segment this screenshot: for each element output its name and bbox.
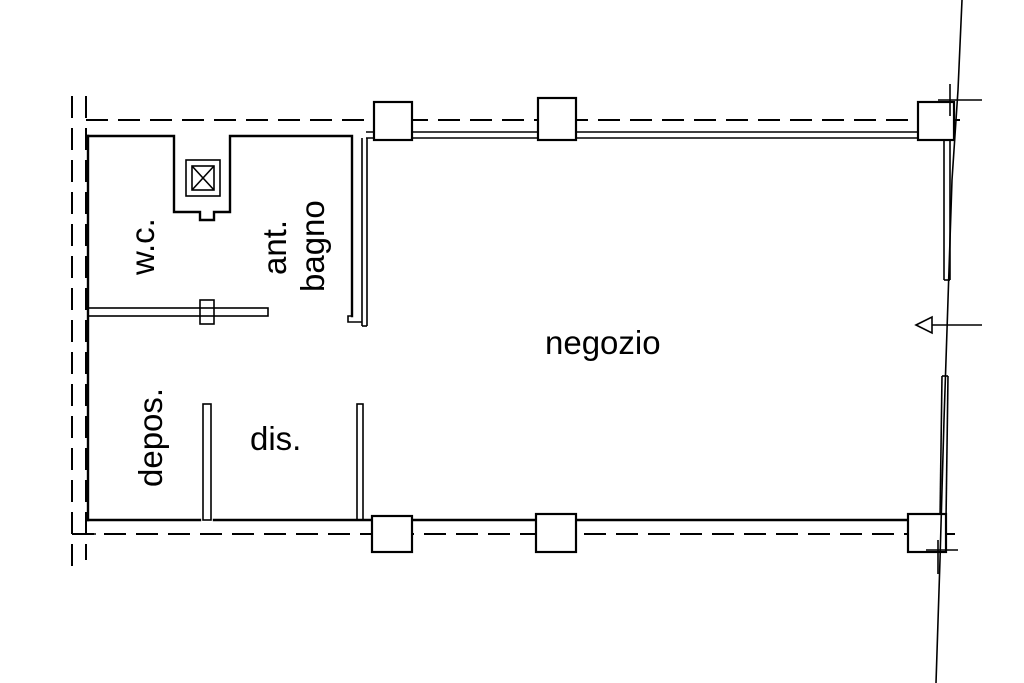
- structural-columns: [370, 96, 956, 554]
- column-top-3: [916, 100, 956, 142]
- ventilation-shaft-icon: [185, 159, 221, 197]
- room-labels: w.c. ant. bagno negozio depos. dis.: [124, 200, 661, 487]
- interior-walls: [87, 138, 368, 521]
- room-label-wc: w.c.: [124, 218, 161, 276]
- partition-lower: [356, 403, 364, 521]
- column-bottom-2: [534, 512, 578, 554]
- room-label-ant: ant.: [256, 220, 293, 275]
- site-boundary: [76, 0, 982, 683]
- boundary-right-line: [935, 0, 963, 683]
- wc-wall-pier: [199, 299, 215, 325]
- outer-walls: [86, 131, 951, 522]
- column-top-2: [536, 96, 578, 142]
- room-label-dis: dis.: [250, 420, 301, 457]
- room-label-negozio: negozio: [545, 324, 661, 361]
- partition-upper-end: [347, 315, 362, 323]
- entrance-arrow-icon: [914, 315, 982, 335]
- room-label-depos: depos.: [132, 388, 169, 487]
- room-label-bagno: bagno: [294, 200, 331, 292]
- dashed-boundary-lines: [71, 96, 960, 566]
- depos-dis-partition: [202, 403, 212, 521]
- facade-lower-inner: [939, 375, 943, 521]
- column-top-1: [372, 100, 414, 142]
- service-top-wall: [86, 134, 354, 318]
- facade-lower-outer: [945, 375, 949, 521]
- wc-bottom-wall: [87, 307, 269, 317]
- column-bottom-1: [370, 514, 414, 554]
